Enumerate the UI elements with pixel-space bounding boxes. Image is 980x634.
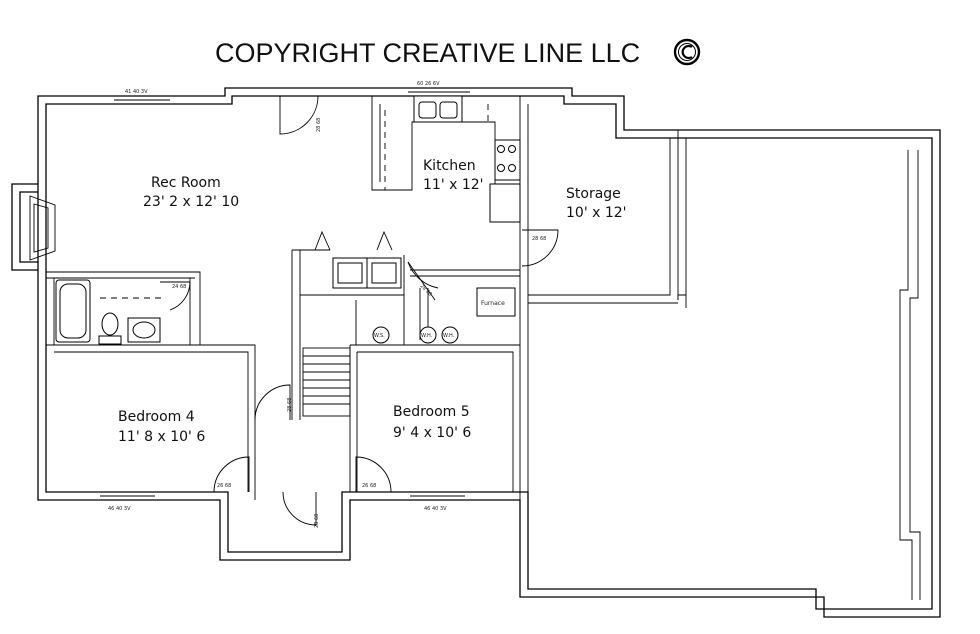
door-label: 26 68 [362,483,376,489]
storage-name: Storage [566,186,621,202]
water-heater-1-label: W.H. [421,333,433,339]
door-label: 24 68 [172,284,186,290]
copyright-symbol-icon [673,38,701,66]
water-softener-label: W.S. [374,333,385,339]
bedroom-4-size: 11' 8 x 10' 6 [118,429,205,445]
stairs [302,347,351,417]
kitchen-name: Kitchen [423,158,476,174]
mechanical-equipment: Furnace W.S. W.H. W.H. [372,287,516,344]
water-softener [372,326,390,344]
window-label: 41 40 3V [125,89,148,95]
bedroom-5-size: 9' 4 x 10' 6 [393,425,471,441]
fireplace [11,183,56,271]
door-label: 28 68 [314,514,320,528]
rec-room-name: Rec Room [151,175,221,191]
furnace [476,287,516,317]
bedroom-5-name: Bedroom 5 [393,404,470,420]
bathroom-fixtures [55,279,165,345]
furnace-label: Furnace [481,300,505,307]
door-label: 28 68 [532,236,546,242]
window-labels: 41 40 3V 60 26 6V 46 40 3V 46 40 3V [108,81,447,512]
window-label: 60 26 6V [417,81,440,87]
exterior-walls [37,87,941,618]
water-heater-2-label: W.H. [443,333,455,339]
kitchen-size: 11' x 12' [423,177,484,193]
window-label: 46 40 3V [108,506,131,512]
door-label: 28 68 [316,118,322,132]
windows [37,87,470,501]
window-label: 46 40 3V [424,506,447,512]
storage-size: 10' x 12' [566,205,627,221]
rec-room-size: 23' 2 x 12' 10 [143,194,239,210]
water-heater-1 [419,326,437,344]
bedroom-4-name: Bedroom 4 [118,409,195,425]
door-labels: 28 68 28 68 28 68 24 68 26 68 26 68 28 6… [172,118,546,528]
door-label: 28 68 [287,398,293,412]
copyright-title: COPYRIGHT CREATIVE LINE LLC [215,38,640,68]
interior-walls [46,96,520,500]
room-labels: Rec Room 23' 2 x 12' 10 Kitchen 11' x 12… [118,158,627,445]
door-label: 28 68 [419,283,433,297]
door-label: 26 68 [217,483,231,489]
kitchen-fixtures [332,95,521,289]
water-heater-2 [441,326,459,344]
door-swings [160,95,559,526]
